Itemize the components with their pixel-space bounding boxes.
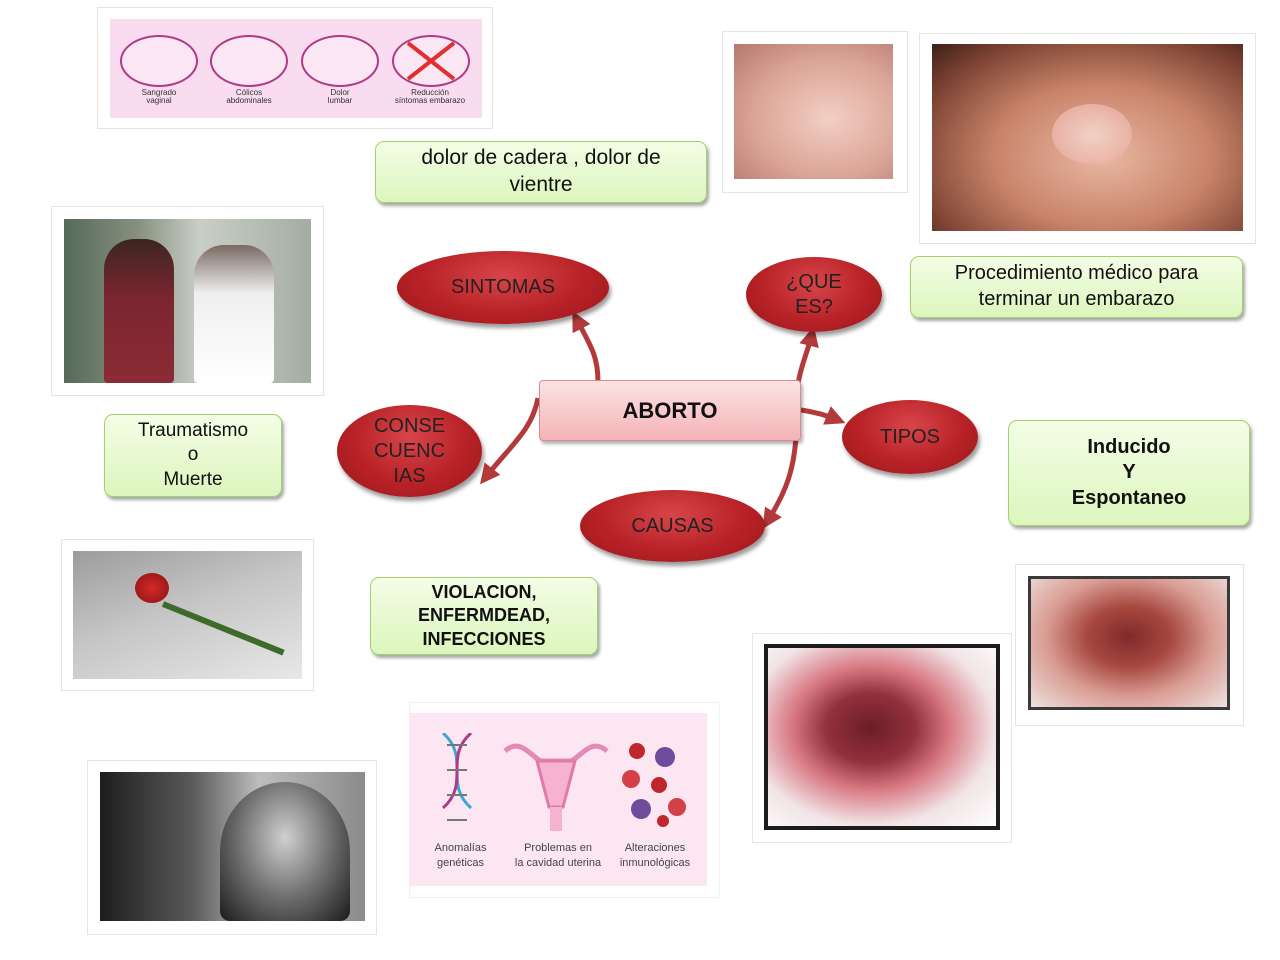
woman-figure [220,782,350,921]
desc-sintomas-line-2: vientre [509,173,573,196]
blood-cells-icon [622,743,686,827]
arrow-to-tipos [800,406,846,425]
doctor-patient-photo [64,219,311,383]
central-node-label: ABORTO [622,397,718,423]
doctor-figure [194,245,274,383]
back-pain-icon [301,35,379,87]
node-causas: CAUSAS [580,490,765,562]
node-que-es-label-1: ¿QUE [786,270,842,293]
desc-consecuencias: Traumatismo o Muerte [104,414,282,497]
rose-photo [73,551,302,679]
arrow-to-sintomas [572,310,601,383]
node-consecuencias: CONSE CUENC IAS [337,405,482,497]
desc-consecuencias-line-2: o [187,444,199,466]
desc-causas-line-1: VIOLACION, [431,581,537,602]
desc-que-es-line-1: Procedimiento médico para [954,262,1199,285]
grief-photo [100,772,365,921]
desc-que-es-line-2: terminar un embarazo [978,288,1175,310]
central-node-aborto: ABORTO [539,380,801,441]
node-consecuencias-label-3: IAS [393,464,426,487]
arrow-to-causas [762,435,799,529]
cramps-icon [210,35,288,87]
desc-sintomas-line-1: dolor de cadera , dolor de [421,146,661,170]
desc-que-es: Procedimiento médico para terminar un em… [910,256,1243,318]
node-sintomas-label: SINTOMAS [450,276,556,298]
no-pregnancy-icon [392,35,470,87]
desc-sintomas: dolor de cadera , dolor de vientre [375,141,707,203]
dna-icon [441,733,473,821]
desc-tipos-line-3: Espontaneo [1071,486,1187,509]
node-tipos-label: TIPOS [879,425,940,448]
node-consecuencias-label-1: CONSE [373,414,446,437]
desc-tipos-line-2: Y [1122,461,1136,484]
arrow-to-consecuencias [480,397,541,485]
node-consecuencias-label-2: CUENC [373,439,446,462]
uterus-diagram-icon [503,743,609,831]
desc-causas-line-2: ENFERMDEAD, [417,605,550,626]
desc-tipos-line-1: Inducido [1087,435,1171,458]
node-sintomas: SINTOMAS [397,251,609,324]
desc-consecuencias-line-1: Traumatismo [137,420,249,442]
fetus-cloth-photo [764,644,1000,830]
rose-stem [161,601,285,656]
desc-causas-line-3: INFECCIONES [422,628,546,649]
desc-consecuencias-line-3: Muerte [163,468,223,490]
fetus-table-photo [1028,576,1230,710]
cross-mark-icon [406,41,456,81]
hands-fetus-photo [932,44,1243,231]
rose-icon [135,573,169,603]
node-tipos: TIPOS [842,400,978,474]
node-que-es-label-2: ES? [795,295,833,318]
desc-causas: VIOLACION, ENFERMDEAD, INFECCIONES [370,577,598,655]
desc-tipos: Inducido Y Espontaneo [1008,420,1250,526]
uterus-icon [120,35,198,87]
node-que-es: ¿QUE ES? [746,257,882,332]
fetus-shape [1052,104,1132,164]
fetal-foot-photo [734,44,893,179]
node-causas-label: CAUSAS [631,514,714,537]
patient-figure [104,239,174,383]
